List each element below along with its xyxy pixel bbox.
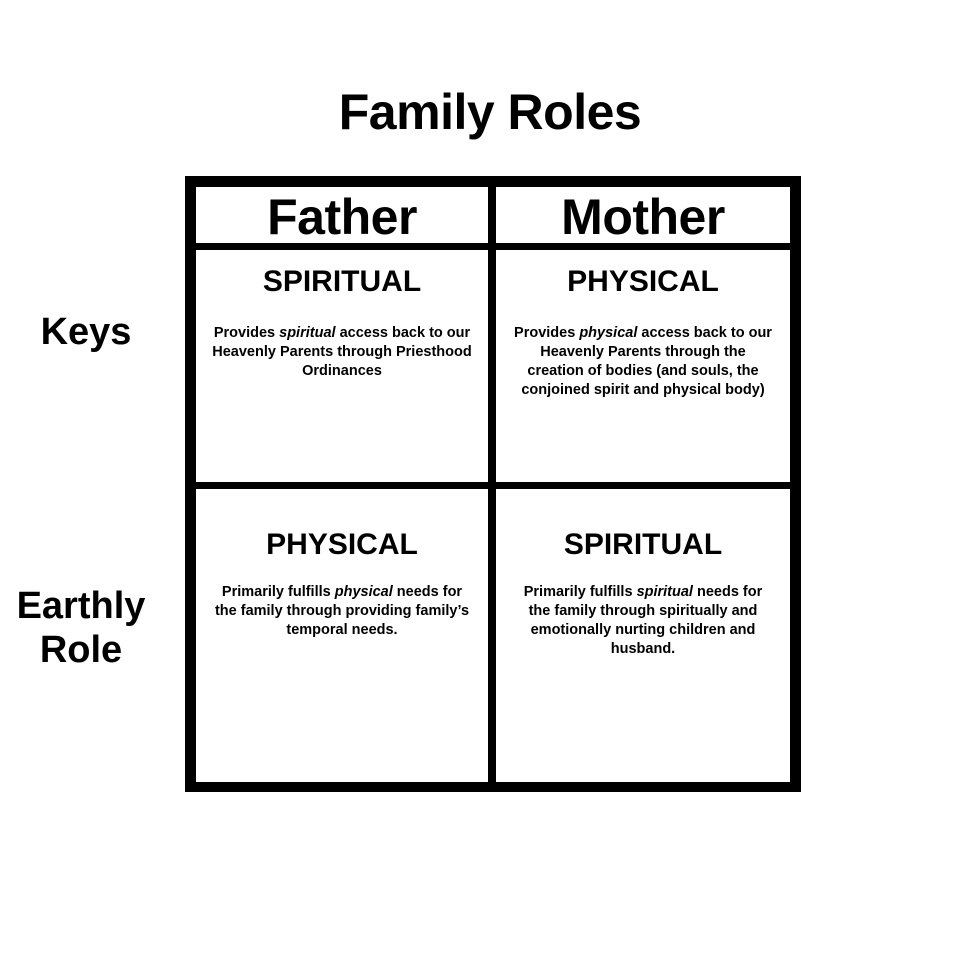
cell-description: Primarily fulfills spiritual needs for t… xyxy=(523,584,763,657)
diagram-title: Family Roles xyxy=(338,84,642,140)
cell-heading: PHYSICAL xyxy=(266,528,418,561)
cell-description: Primarily fulfills physical needs for th… xyxy=(214,584,470,638)
cell-father-earthly-role: PHYSICAL Primarily fulfills physical nee… xyxy=(196,489,488,782)
row-label-earthly-line1: Earthly xyxy=(16,585,146,627)
cell-heading: SPIRITUAL xyxy=(563,528,723,561)
row-label-earthly-line2: Role xyxy=(39,629,123,671)
cell-description: Provides physical access back to our Hea… xyxy=(514,325,772,398)
cell-mother-earthly-role: SPIRITUAL Primarily fulfills spiritual n… xyxy=(496,489,790,782)
cell-heading: PHYSICAL xyxy=(567,265,719,298)
column-header-mother: Mother xyxy=(496,187,790,243)
cell-heading: SPIRITUAL xyxy=(262,265,422,298)
row-label-keys: Keys xyxy=(40,311,132,353)
cell-father-keys: SPIRITUAL Provides spiritual access back… xyxy=(196,250,488,482)
column-header-father: Father xyxy=(196,187,488,243)
cell-mother-keys: PHYSICAL Provides physical access back t… xyxy=(496,250,790,482)
row-label-earthly-role: Earthly Role xyxy=(6,584,156,672)
cell-description: Provides spiritual access back to our He… xyxy=(212,325,472,379)
roles-grid: Father Mother SPIRITUAL Provides spiritu… xyxy=(185,176,801,792)
